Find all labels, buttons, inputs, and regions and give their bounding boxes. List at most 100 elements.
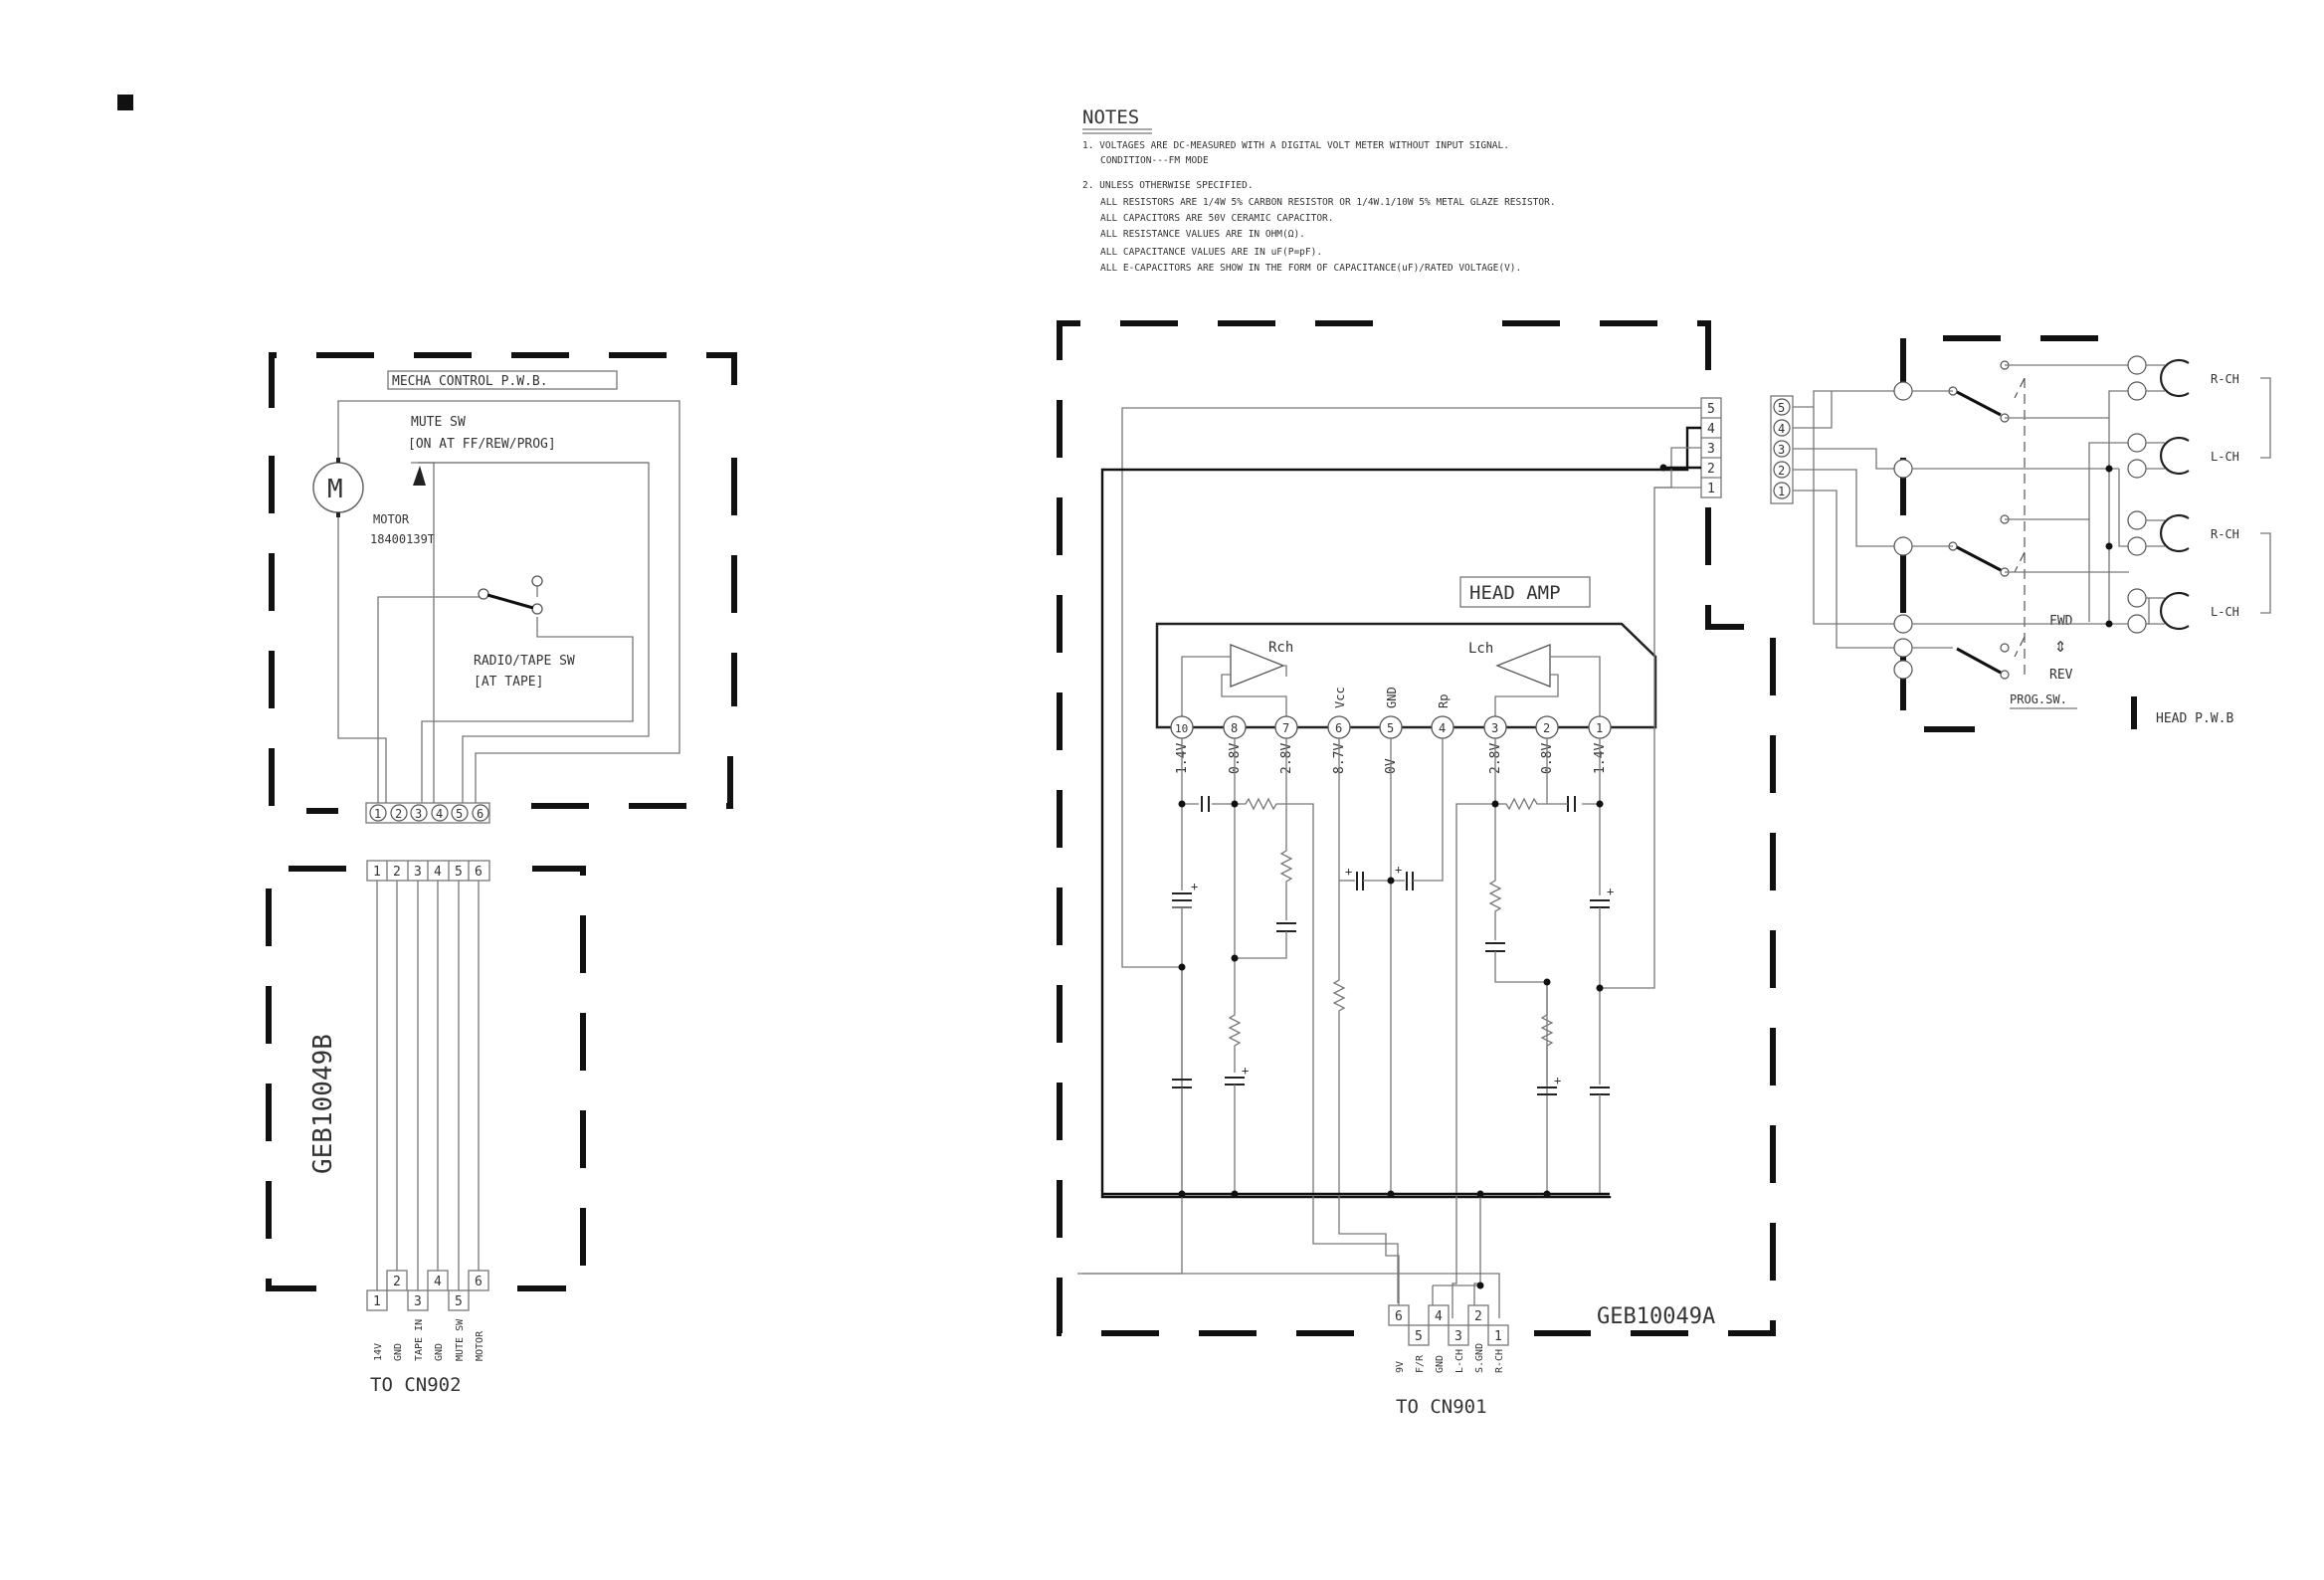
geb-a-signal-lch: L-CH bbox=[1454, 1349, 1465, 1373]
svg-text:+: + bbox=[1554, 1074, 1561, 1087]
rev-label: REV bbox=[2049, 668, 2073, 683]
mute-switch-contact bbox=[413, 466, 426, 486]
ic-pin-label-gnd: GND bbox=[1385, 687, 1399, 708]
geb-b-signal-motor: MOTOR bbox=[475, 1330, 485, 1361]
corner-marker bbox=[117, 95, 133, 110]
head-rch-rev-icon bbox=[2159, 513, 2190, 553]
ic-pin-10: 10 bbox=[1175, 722, 1188, 735]
geb-b-top-pin-2: 2 bbox=[393, 865, 401, 880]
mecha-control-board: MECHA CONTROL P.W.B. MUTE SW [ON AT FF/R… bbox=[269, 352, 737, 824]
lch-label: Lch bbox=[1468, 641, 1493, 657]
geb-a-signal-gnd: GND bbox=[1435, 1355, 1446, 1373]
prog-sw-label: PROG.SW. bbox=[2010, 692, 2067, 706]
mecha-pin-6: 6 bbox=[477, 807, 484, 821]
svg-text:+: + bbox=[1607, 885, 1614, 898]
ic-pin-8: 8 bbox=[1231, 721, 1238, 735]
rch-amplifier bbox=[1230, 644, 1285, 688]
geb-a-right-connector: 5 4 3 2 1 bbox=[1700, 397, 1722, 498]
geb-b-signal-14v: 14V bbox=[373, 1343, 384, 1361]
mecha-title-box bbox=[387, 370, 618, 390]
head-pwb-title: HEAD P.W.B bbox=[2156, 711, 2233, 726]
ic-pin-7: 7 bbox=[1282, 721, 1289, 735]
motor-label: MOTOR bbox=[373, 512, 410, 526]
ic-pin-6: 6 bbox=[1335, 721, 1342, 735]
geb-b-top-pin-3: 3 bbox=[414, 865, 422, 880]
radio-tape-switch bbox=[486, 593, 534, 610]
head-conn-1: 1 bbox=[1778, 485, 1785, 498]
ic-pin-3: 3 bbox=[1491, 721, 1498, 735]
head-conn-4: 4 bbox=[1778, 422, 1785, 436]
note-line-2: CONDITION---FM MODE bbox=[1100, 155, 1209, 166]
notes-block: NOTES 1. VOLTAGES ARE DC-MEASURED WITH A… bbox=[1082, 106, 1556, 274]
lch-amplifier bbox=[1495, 644, 1551, 688]
mecha-connector: 1 2 3 4 5 6 bbox=[365, 802, 490, 824]
geb-b-top-pin-6: 6 bbox=[475, 865, 483, 880]
notes-title: NOTES bbox=[1082, 106, 1139, 128]
geb-b-bot-pin-4: 4 bbox=[434, 1275, 442, 1289]
head-label-lch-1: L-CH bbox=[2211, 450, 2239, 464]
mute-sw-label: MUTE SW bbox=[411, 415, 466, 430]
geb-a-conn-3: 3 bbox=[1707, 442, 1715, 457]
head-rch-fwd-icon bbox=[2159, 358, 2190, 398]
ic-pin-1: 1 bbox=[1596, 721, 1603, 735]
geb-a-bot-pin-3: 3 bbox=[1454, 1329, 1462, 1344]
geb-a-bot-pin-4: 4 bbox=[1435, 1309, 1443, 1324]
geb-b-signal-mute-sw: MUTE SW bbox=[455, 1318, 466, 1361]
geb-a-signal-sgnd: S.GND bbox=[1474, 1343, 1485, 1373]
head-label-rch-1: R-CH bbox=[2211, 372, 2239, 386]
note-line-6: ALL RESISTANCE VALUES ARE IN OHM(Ω). bbox=[1100, 229, 1305, 240]
head-label-lch-2: L-CH bbox=[2211, 605, 2239, 619]
rch-label: Rch bbox=[1268, 640, 1293, 656]
prog-switch-2 bbox=[1956, 545, 2002, 572]
note-line-4: ALL RESISTORS ARE 1/4W 5% CARBON RESISTO… bbox=[1100, 197, 1556, 208]
head-conn-3: 3 bbox=[1778, 443, 1785, 457]
geb-b-signal-tape-in: TAPE IN bbox=[414, 1319, 425, 1361]
geb-a-conn-2: 2 bbox=[1707, 462, 1715, 477]
geb-b-bot-pin-3: 3 bbox=[414, 1294, 422, 1309]
head-pwb-connector: 5 4 3 2 1 bbox=[1770, 395, 1794, 504]
note-line-5: ALL CAPACITORS ARE 50V CERAMIC CAPACITOR… bbox=[1100, 213, 1334, 224]
ic-pin-label-rp: Rp bbox=[1437, 694, 1451, 708]
geb-a-signal-rch: R-CH bbox=[1494, 1349, 1505, 1373]
head-lch-rev-icon bbox=[2159, 591, 2190, 631]
geb-b-top-pin-4: 4 bbox=[434, 865, 442, 880]
geb-b-bot-pin-2: 2 bbox=[393, 1275, 401, 1289]
head-pwb-board: HEAD P.W.B 5 4 3 2 1 bbox=[1770, 335, 2271, 732]
geb-a-signal-9v: 9V bbox=[1395, 1361, 1406, 1373]
ic-pin-5: 5 bbox=[1387, 721, 1394, 735]
geb-b-signal-gnd: GND bbox=[393, 1343, 404, 1361]
geb-b-top-pin-5: 5 bbox=[455, 865, 463, 880]
geb-b-bot-pin-6: 6 bbox=[475, 1275, 483, 1289]
note-line-7: ALL CAPACITANCE VALUES ARE IN uF(P=pF). bbox=[1100, 247, 1322, 258]
mecha-pin-4: 4 bbox=[436, 807, 443, 821]
ic-pin-label-vcc: Vcc bbox=[1333, 687, 1347, 708]
geb-a-conn-5: 5 bbox=[1707, 402, 1715, 417]
prog-switch-3 bbox=[1956, 647, 2002, 675]
geb-a-conn-4: 4 bbox=[1707, 422, 1715, 437]
note-line-3: 2. UNLESS OTHERWISE SPECIFIED. bbox=[1082, 180, 1254, 191]
head-conn-5: 5 bbox=[1778, 401, 1785, 415]
mecha-pin-5: 5 bbox=[456, 807, 463, 821]
head-amp-title: HEAD AMP bbox=[1469, 582, 1561, 604]
geb-b-to-label: TO CN902 bbox=[370, 1374, 462, 1396]
head-amp-ic bbox=[1155, 622, 1657, 729]
svg-text:+: + bbox=[1242, 1064, 1249, 1078]
geb-b-signal-gnd-2: GND bbox=[434, 1343, 445, 1361]
geb-a-to-label: TO CN901 bbox=[1396, 1396, 1487, 1418]
mute-sw-note: [ON AT FF/REW/PROG] bbox=[408, 437, 556, 452]
geb-a-bottom-connector: 6 5 4 3 2 1 bbox=[1388, 1304, 1509, 1346]
geb-a-bot-pin-1: 1 bbox=[1494, 1329, 1502, 1344]
radio-tape-label: RADIO/TAPE SW bbox=[474, 654, 575, 669]
mecha-pin-1: 1 bbox=[374, 807, 381, 821]
note-line-8: ALL E-CAPACITORS ARE SHOW IN THE FORM OF… bbox=[1100, 263, 1521, 274]
motor-letter: M bbox=[327, 475, 343, 504]
head-conn-2: 2 bbox=[1778, 464, 1785, 478]
geb-b-id: GEB10049B bbox=[308, 1034, 338, 1174]
fwd-rev-arrow-icon: ⇕ bbox=[2054, 633, 2066, 657]
ic-pin-2: 2 bbox=[1543, 721, 1550, 735]
geb-a-signal-fr: F/R bbox=[1415, 1354, 1426, 1373]
geb-b-bot-pin-1: 1 bbox=[373, 1294, 381, 1309]
geb-a-board: GEB10049A HEAD AMP Rch Lch 10 8 7 bbox=[1057, 320, 1776, 1418]
geb-a-conn-1: 1 bbox=[1707, 482, 1715, 496]
